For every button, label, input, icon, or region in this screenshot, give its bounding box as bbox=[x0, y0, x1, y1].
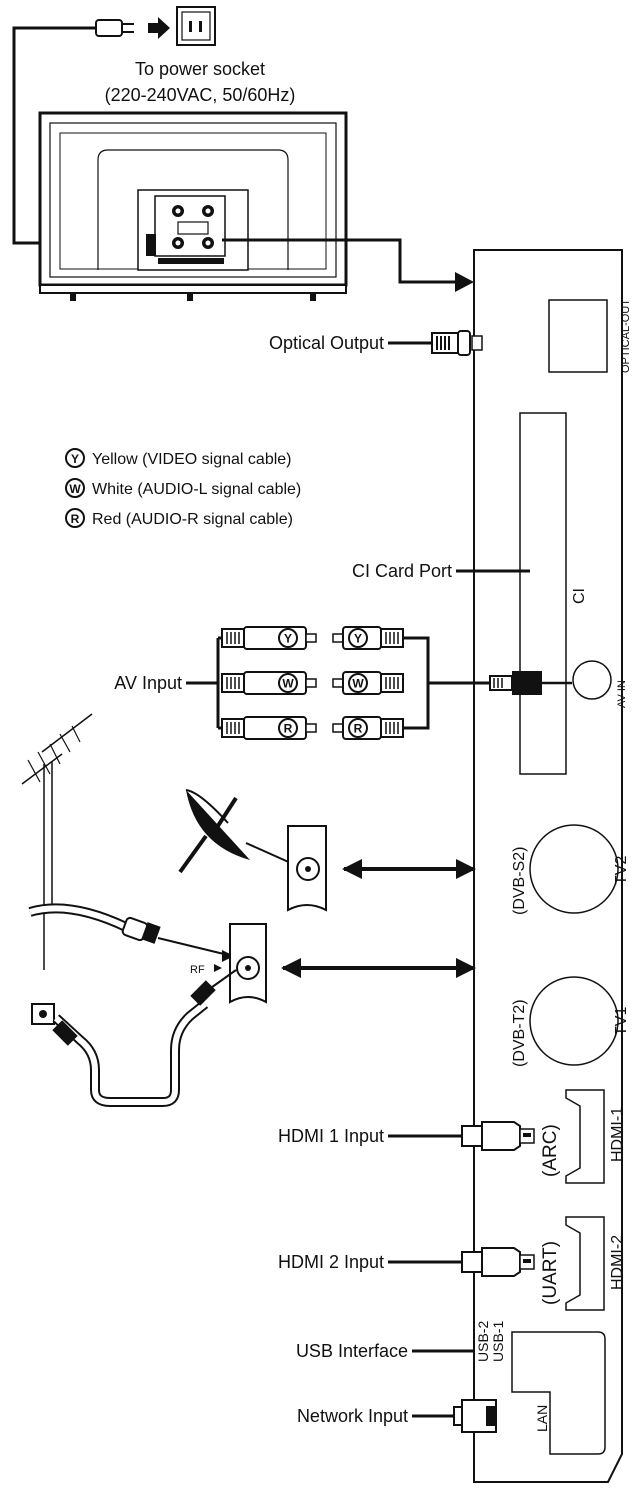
port-uart: (UART) bbox=[540, 1241, 561, 1305]
legend-text: Red (AUDIO-R signal cable) bbox=[92, 511, 293, 528]
ethernet-plug-icon bbox=[453, 1399, 497, 1433]
rca-plug-left: W bbox=[221, 671, 317, 695]
port-dvb-s2: (DVB-S2) bbox=[511, 847, 528, 915]
legend-item-red: R Red (AUDIO-R signal cable) bbox=[65, 508, 293, 528]
usb-connection: USB Interface bbox=[296, 1341, 474, 1361]
hdmi2-plug-icon bbox=[461, 1247, 535, 1277]
optical-connection: Optical Output bbox=[269, 330, 483, 356]
rca-letter: W bbox=[352, 677, 364, 691]
usb-lan-block bbox=[511, 1331, 606, 1455]
av-input-label: AV Input bbox=[114, 673, 182, 693]
av-connection: AV Input Y Y W W R R bbox=[114, 626, 572, 740]
rca-letter: R bbox=[354, 722, 363, 736]
rca-plug-right: W bbox=[332, 671, 404, 695]
cable-legend: Y Yellow (VIDEO signal cable) W White (A… bbox=[65, 448, 301, 528]
rca-letter: W bbox=[282, 677, 294, 691]
rca-plugs: Y Y W W R R bbox=[221, 626, 404, 740]
port-hdmi1: HDMI-1 bbox=[609, 1107, 626, 1162]
antenna-icon bbox=[21, 713, 93, 970]
hdmi2-connection: HDMI 2 Input bbox=[278, 1247, 535, 1277]
rca-letter: R bbox=[284, 722, 293, 736]
rf-wall-socket-icon bbox=[229, 923, 267, 1004]
power-label-line2: (220-240VAC, 50/60Hz) bbox=[105, 85, 296, 105]
coax-plug-icon bbox=[121, 916, 161, 944]
optical-output-label: Optical Output bbox=[269, 333, 384, 353]
rca-letter: Y bbox=[284, 632, 292, 646]
network-input-label: Network Input bbox=[297, 1406, 408, 1426]
power-plug-icon bbox=[95, 19, 134, 37]
usb-interface-label: USB Interface bbox=[296, 1341, 408, 1361]
legend-text: White (AUDIO-L signal cable) bbox=[92, 481, 301, 498]
av-in-jack bbox=[572, 660, 612, 700]
satellite-wall-socket-icon bbox=[287, 825, 327, 912]
power-socket-icon bbox=[176, 6, 216, 46]
port-arc: (ARC) bbox=[540, 1124, 561, 1177]
ci-connection: CI Card Port bbox=[352, 561, 530, 581]
antenna-connection: RF bbox=[21, 713, 476, 1107]
hdmi1-connection: HDMI 1 Input bbox=[278, 1121, 535, 1151]
arrow-right-icon bbox=[148, 17, 170, 39]
tv2-port bbox=[529, 824, 619, 914]
optical-plug-icon bbox=[431, 330, 483, 356]
optical-out-port bbox=[548, 299, 608, 373]
port-av-in: AV-IN bbox=[616, 680, 628, 708]
port-tv2: TV2 bbox=[613, 856, 630, 885]
port-tv1: TV1 bbox=[613, 1007, 630, 1036]
satellite-dish-icon bbox=[178, 789, 250, 874]
power-label-line1: To power socket bbox=[135, 59, 265, 79]
rca-letter: Y bbox=[354, 632, 362, 646]
port-optical-out: OPTICAL-OUT bbox=[620, 299, 632, 373]
legend-letter: R bbox=[71, 512, 80, 526]
rca-plug-left: Y bbox=[221, 626, 317, 650]
legend-item-yellow: Y Yellow (VIDEO signal cable) bbox=[65, 448, 292, 468]
hdmi2-input-label: HDMI 2 Input bbox=[278, 1252, 384, 1272]
port-lan: LAN bbox=[534, 1405, 550, 1432]
port-hdmi2: HDMI-2 bbox=[609, 1235, 626, 1290]
hdmi1-input-label: HDMI 1 Input bbox=[278, 1126, 384, 1146]
tv1-port bbox=[529, 976, 619, 1066]
rf-label: RF bbox=[190, 964, 205, 976]
tv-back-illustration bbox=[38, 111, 474, 301]
satellite-connection bbox=[178, 789, 476, 912]
tv-side-panel: OPTICAL-OUT CI AV-IN (DVB-S2) TV2 (DVB-T… bbox=[473, 249, 632, 1483]
ci-slot bbox=[519, 412, 567, 775]
hdmi1-port bbox=[565, 1089, 605, 1184]
legend-text: Yellow (VIDEO signal cable) bbox=[92, 451, 292, 468]
legend-letter: Y bbox=[71, 452, 79, 466]
rca-plug-left: R bbox=[221, 716, 317, 740]
legend-item-white: W White (AUDIO-L signal cable) bbox=[65, 478, 301, 498]
port-usb2: USB-2 bbox=[475, 1321, 491, 1362]
rca-plug-right: Y bbox=[332, 626, 404, 650]
av-jack-plug-icon bbox=[489, 671, 572, 695]
rca-plug-right: R bbox=[332, 716, 404, 740]
hdmi2-port bbox=[565, 1216, 605, 1311]
power-section: To power socket (220-240VAC, 50/60Hz) bbox=[12, 6, 296, 245]
wall-outlet-icon bbox=[31, 1003, 55, 1025]
port-usb1: USB-1 bbox=[490, 1321, 506, 1362]
port-dvb-t2: (DVB-T2) bbox=[511, 999, 528, 1067]
port-ci: CI bbox=[571, 588, 588, 604]
ci-card-port-label: CI Card Port bbox=[352, 561, 452, 581]
legend-letter: W bbox=[69, 482, 81, 496]
hdmi1-plug-icon bbox=[461, 1121, 535, 1151]
network-connection: Network Input bbox=[297, 1399, 497, 1433]
